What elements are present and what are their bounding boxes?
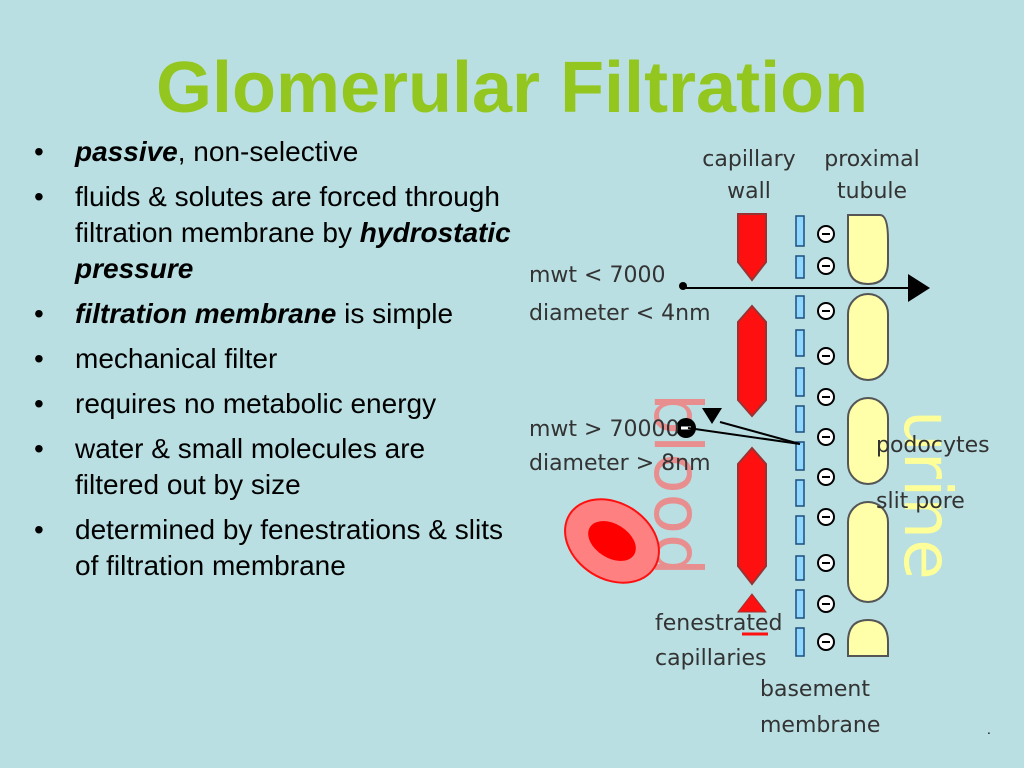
proximal-tubule-label-line1: proximal: [824, 147, 919, 172]
blocked-arrow: [719, 421, 801, 445]
bullet-text: fluids & solutes are forced through filt…: [75, 181, 500, 248]
blocked-arrow: [687, 427, 801, 445]
bullet-emphasis: passive: [75, 136, 178, 167]
bullet-passive: passive, non-selective: [32, 134, 512, 170]
capillary-wall-label-line1: capillary: [702, 147, 795, 172]
bullet-emphasis: filtration membrane: [75, 298, 337, 329]
capillary-segment: [737, 304, 767, 418]
bullet-energy: requires no metabolic energy: [32, 386, 512, 422]
arrow-head-right: [908, 274, 930, 302]
corner-mark: .: [987, 723, 991, 737]
bullet-text: water & small molecules are filtered out…: [75, 433, 426, 500]
podocytes: [847, 214, 889, 657]
podocytes-label: podocytes: [876, 433, 990, 458]
urine-label: urine: [889, 410, 966, 580]
large-diameter-label: diameter > 8nm: [529, 451, 711, 476]
bullet-list: passive, non-selective fluids & solutes …: [32, 134, 512, 593]
bullet-text: mechanical filter: [75, 343, 278, 374]
basement-label-line1: basement: [760, 677, 870, 702]
proximal-tubule-label-line2: tubule: [837, 179, 907, 204]
small-molecule: [679, 282, 687, 290]
basement-label-line2: membrane: [760, 713, 880, 738]
capillary-segment: [737, 446, 767, 586]
bullet-text: is simple: [336, 298, 454, 329]
bullet-emphasis: hydrostatic pressure: [75, 217, 511, 284]
bullet-text: requires no metabolic energy: [75, 388, 437, 419]
small-mwt-label: mwt < 7000: [529, 263, 665, 288]
bullet-forced: fluids & solutes are forced through filt…: [32, 179, 512, 287]
basement-membrane-bars: [795, 215, 805, 657]
fenestrated-label-line2: capillaries: [655, 646, 767, 671]
bullet-mechanical: mechanical filter: [32, 341, 512, 377]
fenestrated-label-line1: fenestrated: [655, 611, 783, 636]
small-diameter-label: diameter < 4nm: [529, 301, 711, 326]
bullet-membrane-simple: filtration membrane is simple: [32, 296, 512, 332]
capillary-wall-label-line2: wall: [727, 179, 771, 204]
arrow-head-down: [702, 408, 722, 424]
bullet-text: determined by fenestrations & slits of f…: [75, 514, 503, 581]
bullet-fenestrations: determined by fenestrations & slits of f…: [32, 512, 512, 584]
bullet-text: , non-selective: [177, 136, 359, 167]
red-blood-cell-core: [588, 521, 636, 561]
capillary-segment: [736, 593, 768, 613]
slide-title: Glomerular Filtration: [155, 48, 869, 128]
capillary-segment: [737, 213, 767, 282]
slit-pore-label: slit pore: [876, 489, 965, 514]
bullet-size: water & small molecules are filtered out…: [32, 431, 512, 503]
large-mwt-label: mwt > 70000: [529, 417, 679, 442]
negative-charge-bars: [822, 233, 830, 643]
